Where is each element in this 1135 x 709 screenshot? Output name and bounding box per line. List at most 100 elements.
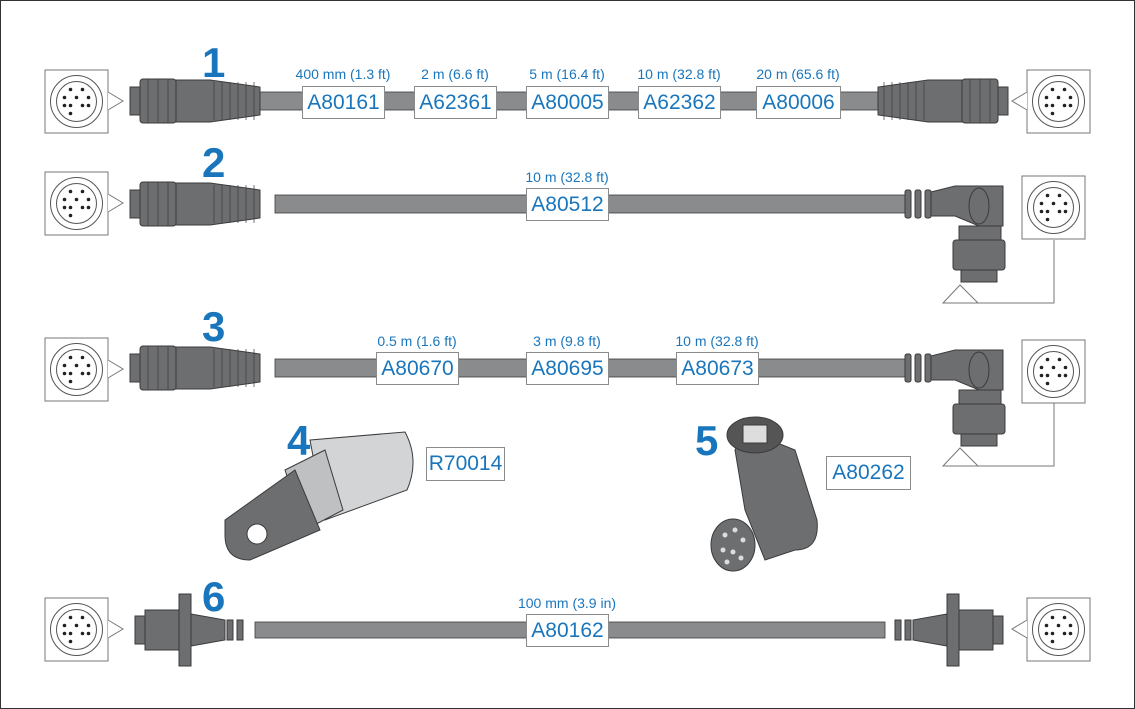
- pinout-ring: [1032, 603, 1085, 656]
- pinout-pointer: [1011, 619, 1028, 639]
- right-angle-connector: [904, 349, 1006, 447]
- pin: [1045, 373, 1050, 378]
- pin: [68, 379, 73, 384]
- pin: [1050, 111, 1055, 116]
- pinout-ring: [1033, 187, 1074, 228]
- pin: [1062, 87, 1067, 92]
- strain-relief: [175, 182, 261, 226]
- elbow-grip: [968, 351, 990, 389]
- pin: [62, 205, 67, 210]
- pin: [62, 631, 67, 636]
- plug-tip: [960, 433, 998, 447]
- pin: [68, 111, 73, 116]
- pin: [1051, 201, 1056, 206]
- connector-pinout-icon: [44, 337, 124, 402]
- strain-relief: [877, 79, 963, 123]
- pin: [80, 615, 85, 620]
- part-number-box: A80161: [302, 86, 385, 119]
- pin: [1062, 615, 1067, 620]
- pin: [74, 197, 79, 202]
- pin: [62, 103, 67, 108]
- adapter-pins: [742, 424, 768, 444]
- right-angle-connector: [904, 185, 1006, 283]
- pin: [1063, 373, 1068, 378]
- pin: [1057, 209, 1062, 214]
- straight-plug-connector: [129, 181, 261, 227]
- pin: [68, 639, 73, 644]
- length-label: 10 m (32.8 ft): [525, 169, 609, 185]
- part-number-box: A80670: [376, 352, 459, 385]
- pinout-pointer: [107, 619, 124, 639]
- pinout-leader-line: [941, 403, 1055, 467]
- pinout-ring: [50, 343, 103, 396]
- pin: [1057, 357, 1062, 362]
- connector-pinout-icon: [1011, 69, 1091, 134]
- pin: [1044, 623, 1049, 628]
- coupling-nut: [958, 609, 994, 651]
- pin: [86, 631, 91, 636]
- adapter-body: [734, 429, 818, 561]
- item-number-6: 6: [202, 573, 226, 620]
- pin: [720, 547, 726, 553]
- pin: [80, 371, 85, 376]
- part-number-box: A80512: [526, 188, 609, 221]
- pin: [68, 205, 73, 210]
- flange: [946, 593, 960, 667]
- ring-terminal-illustration: [224, 431, 414, 561]
- part-number-box: A80162: [526, 614, 609, 647]
- pinout-ring: [50, 177, 103, 230]
- pin: [1063, 201, 1068, 206]
- length-label: 2 m (6.6 ft): [421, 66, 489, 82]
- item-number-2: 2: [202, 139, 226, 186]
- pin: [1044, 103, 1049, 108]
- right-angle-adapter-illustration: [710, 416, 818, 572]
- relief-ridge: [894, 619, 902, 641]
- relief-ridge: [236, 619, 244, 641]
- pinout-pointer: [107, 359, 124, 379]
- pin: [730, 549, 736, 555]
- part-number-box: A62361: [414, 86, 497, 119]
- pinout-ring: [50, 75, 103, 128]
- connector-pinout-icon: [44, 597, 124, 662]
- pinout-ring: [1033, 351, 1074, 392]
- straight-plug-connector: [129, 345, 261, 391]
- part-number-box: A62362: [638, 86, 721, 119]
- plug-tip: [992, 615, 1004, 645]
- pin: [1045, 209, 1050, 214]
- pin: [1039, 365, 1044, 370]
- pinout-box: [44, 597, 109, 662]
- connector-pinout-icon: [1021, 175, 1086, 240]
- pinout-ring: [1027, 181, 1080, 234]
- pin: [1045, 381, 1050, 386]
- pin: [1062, 631, 1067, 636]
- pin: [722, 532, 728, 538]
- item-number-5: 5: [695, 417, 719, 464]
- pinout-pointer: [107, 91, 124, 111]
- pin: [86, 197, 91, 202]
- plug-tip: [134, 615, 146, 645]
- strain-relief: [190, 613, 226, 647]
- relief-ridge: [914, 353, 922, 383]
- pin: [62, 623, 67, 628]
- strain-relief: [912, 613, 948, 647]
- pin: [1050, 87, 1055, 92]
- pin: [1045, 217, 1050, 222]
- pin: [68, 371, 73, 376]
- pin: [86, 363, 91, 368]
- pin: [740, 537, 746, 543]
- pinout-box: [1021, 339, 1086, 404]
- pin: [1056, 95, 1061, 100]
- pin: [80, 631, 85, 636]
- pin: [86, 205, 91, 210]
- pinout-leader-line: [941, 240, 1055, 304]
- pin: [1039, 373, 1044, 378]
- pin: [1057, 373, 1062, 378]
- straight-plug-connector: [877, 78, 1009, 124]
- relief-ridge: [904, 189, 912, 219]
- pin: [1050, 615, 1055, 620]
- pin: [80, 189, 85, 194]
- pin: [68, 355, 73, 360]
- part-number-box: A80006: [756, 86, 841, 119]
- pin: [68, 615, 73, 620]
